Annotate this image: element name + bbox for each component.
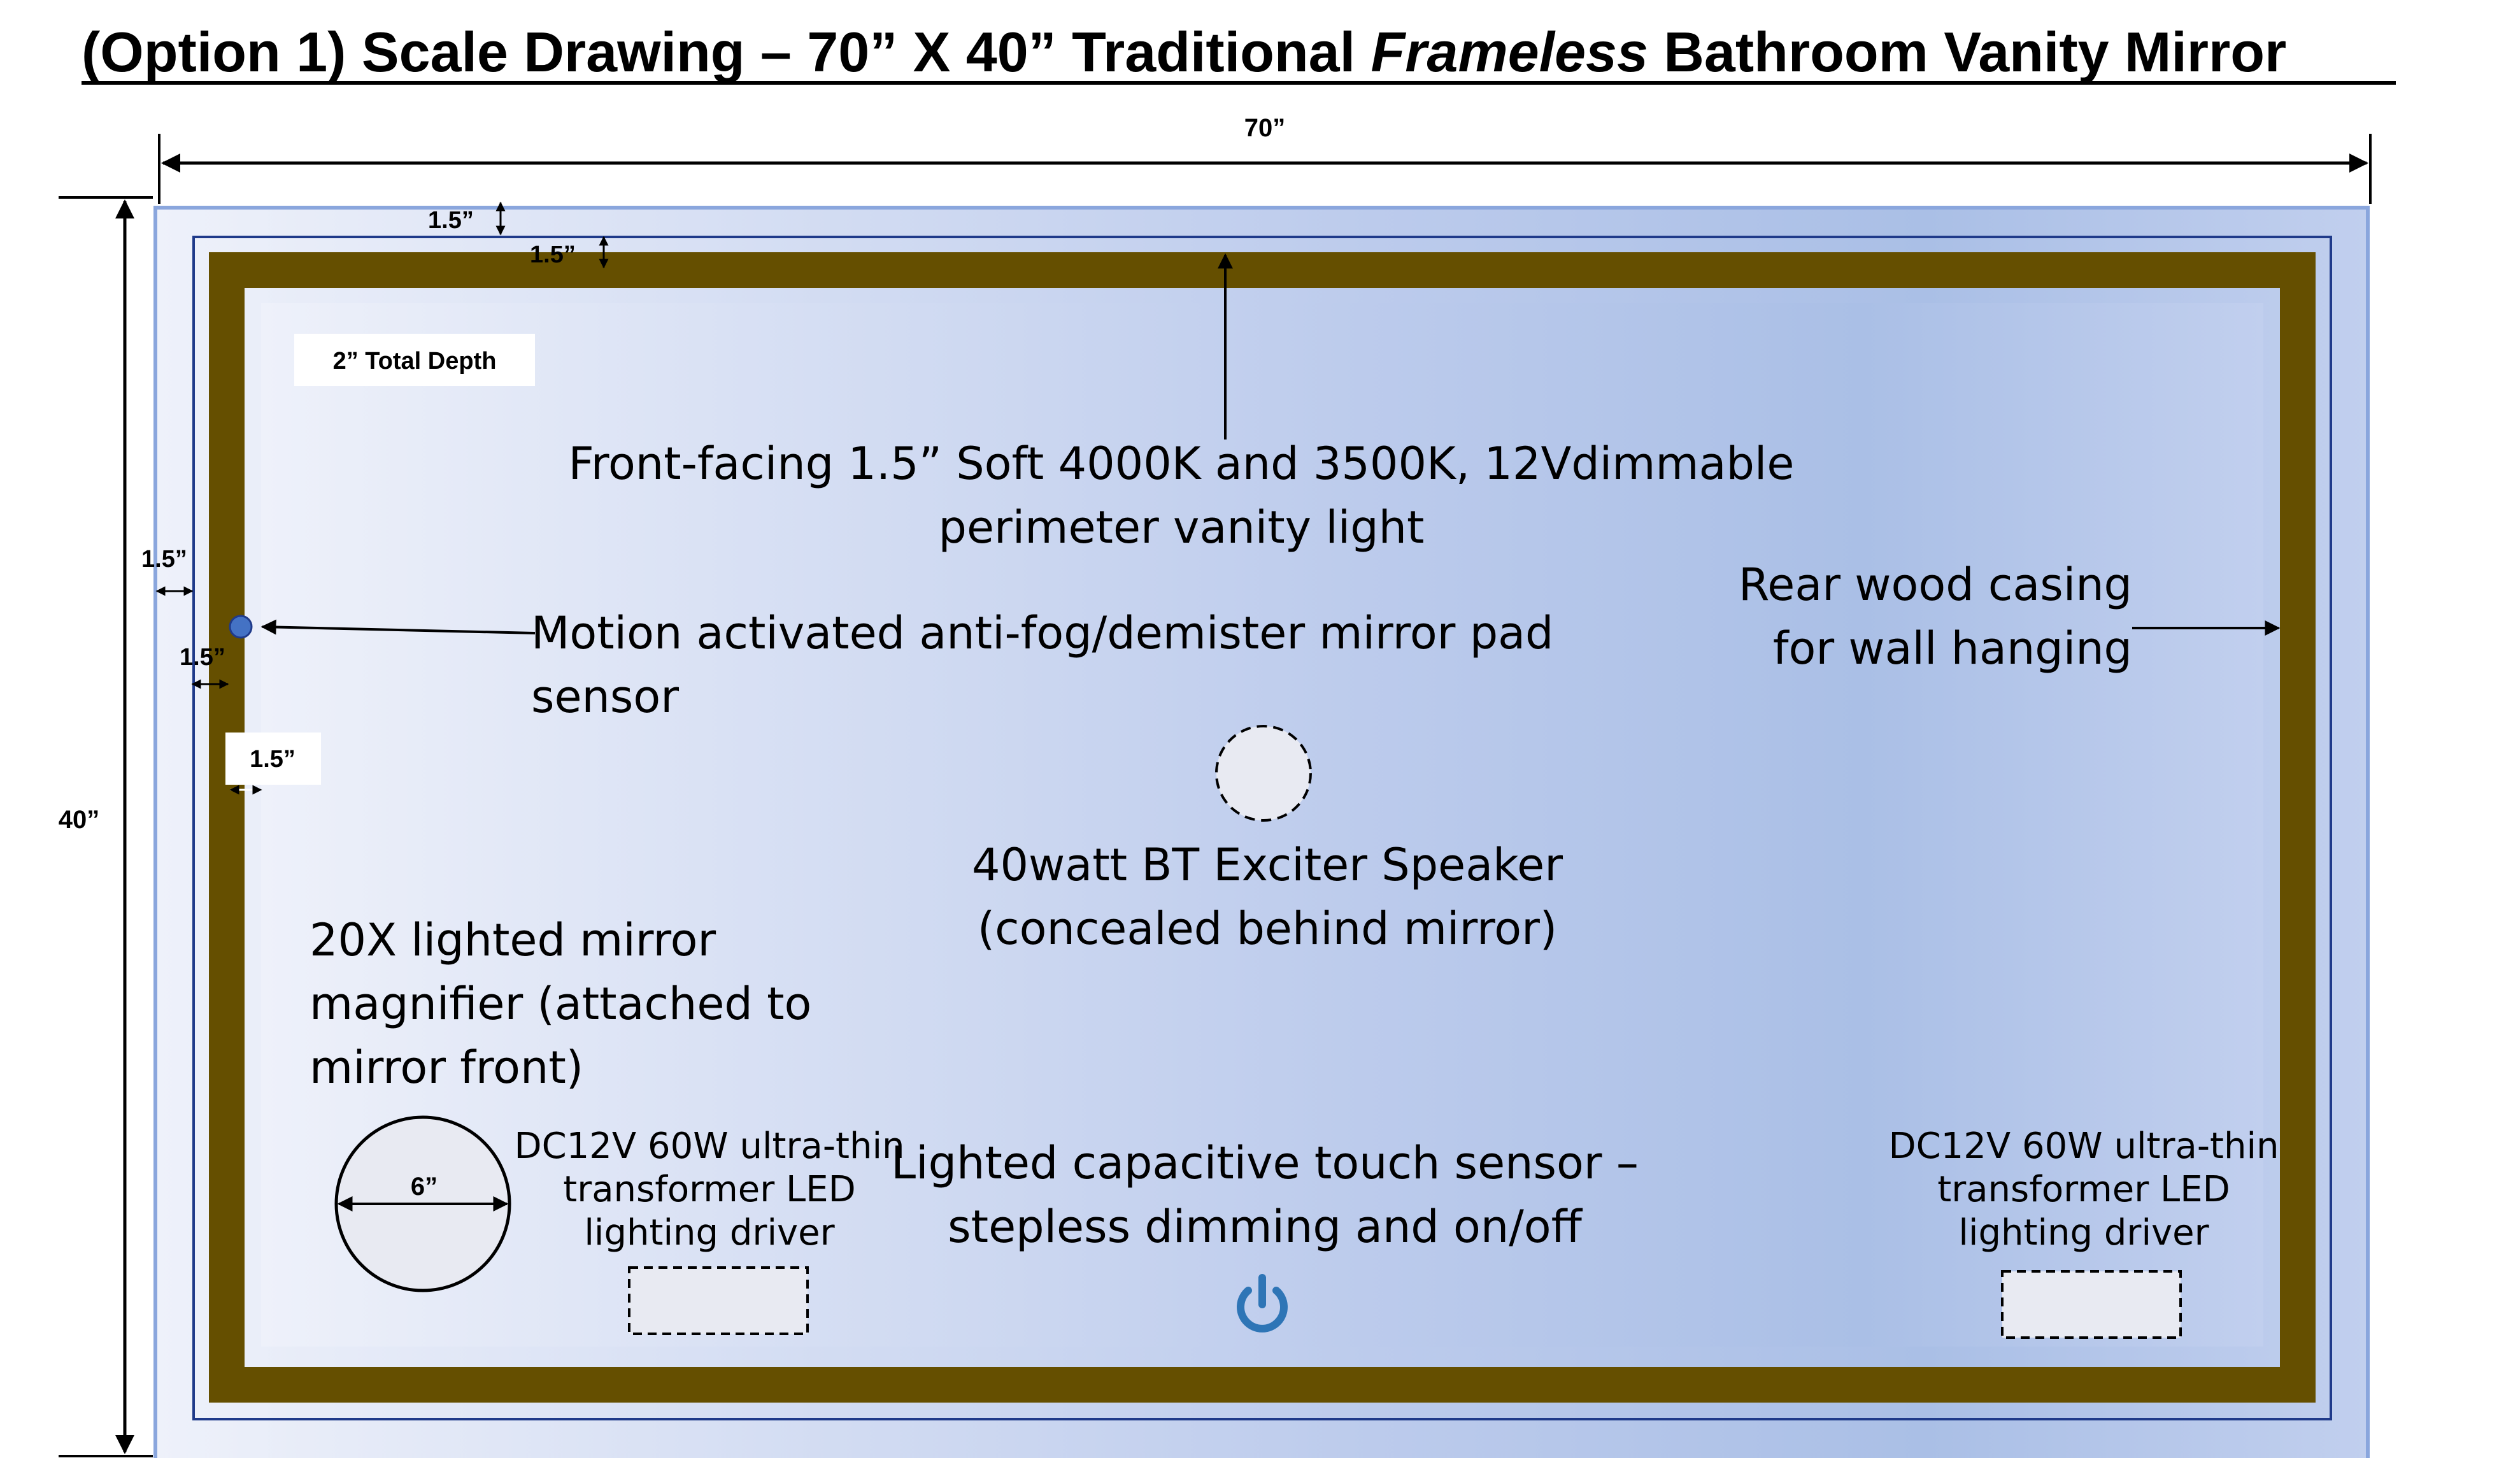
rear-casing-label-line2: for wall hanging — [1773, 622, 2132, 675]
title-italic: Frameless — [1371, 20, 1648, 83]
driver-left-label-line1: DC12V 60W ultra-thin — [514, 1126, 904, 1167]
title-part-1: (Option 1) Scale Drawing – 70” X 40” Tra… — [82, 20, 1371, 83]
side-gap-label: 1.5” — [250, 746, 295, 773]
width-dimension-label: 70” — [1244, 114, 1286, 142]
motion-sensor-label-line2: sensor — [531, 671, 679, 723]
magnifier-label-line2: magnifier (attached to — [310, 978, 811, 1030]
depth-label: 2” Total Depth — [333, 348, 497, 375]
sensor-dot-icon — [229, 615, 253, 639]
motion-sensor-arrow — [260, 619, 536, 635]
speaker-label-line2: (concealed behind mirror) — [978, 903, 1557, 955]
magnifier-label-line1: 20X lighted mirror — [310, 914, 716, 966]
touch-sensor-label-line1: Lighted capacitive touch sensor – — [891, 1137, 1639, 1189]
magnifier-diameter-label: 6” — [411, 1173, 438, 1201]
driver-left-label-line3: lighting driver — [584, 1212, 835, 1254]
rear-casing-label-line1: Rear wood casing — [1739, 559, 2132, 611]
title-part-2: Bathroom Vanity Mirror — [1648, 20, 2286, 83]
front-light-label-line2: perimeter vanity light — [939, 501, 1425, 554]
front-light-label-line1: Front-facing 1.5” Soft 4000K and 3500K, … — [569, 438, 1795, 490]
driver-left-label-line2: transformer LED — [563, 1169, 856, 1210]
driver-left-box — [628, 1266, 809, 1335]
inner-border — [192, 236, 2332, 1420]
driver-right-label-line2: transformer LED — [1937, 1169, 2230, 1210]
rear-wood-casing — [209, 252, 2316, 1403]
side-gap-label-box — [225, 733, 321, 785]
speaker-label-line1: 40watt BT Exciter Speaker — [972, 839, 1563, 891]
height-label-bg — [51, 795, 121, 846]
depth-label-box — [294, 334, 535, 386]
height-dimension-label: 40” — [59, 806, 100, 834]
left-outer-gap-label: 1.5” — [141, 546, 187, 573]
driver-right-label-line3: lighting driver — [1958, 1212, 2209, 1254]
speaker-circle-icon — [1215, 725, 1312, 822]
motion-sensor-label-line1: Motion activated anti-fog/demister mirro… — [531, 607, 1553, 659]
top-inner-gap-label: 1.5” — [530, 241, 576, 268]
mirror-face — [261, 303, 2263, 1347]
driver-right-label-line1: DC12V 60W ultra-thin — [1888, 1126, 2279, 1167]
touch-sensor-label-line2: stepless dimming and on/off — [948, 1201, 1583, 1253]
magnifier-label-line3: mirror front) — [310, 1041, 583, 1094]
driver-right-box — [2001, 1270, 2182, 1339]
page-title: (Option 1) Scale Drawing – 70” X 40” Tra… — [82, 20, 2286, 83]
power-icon — [1237, 1274, 1288, 1333]
top-outer-gap-label: 1.5” — [428, 207, 474, 234]
left-inner-gap-label: 1.5” — [180, 644, 225, 671]
